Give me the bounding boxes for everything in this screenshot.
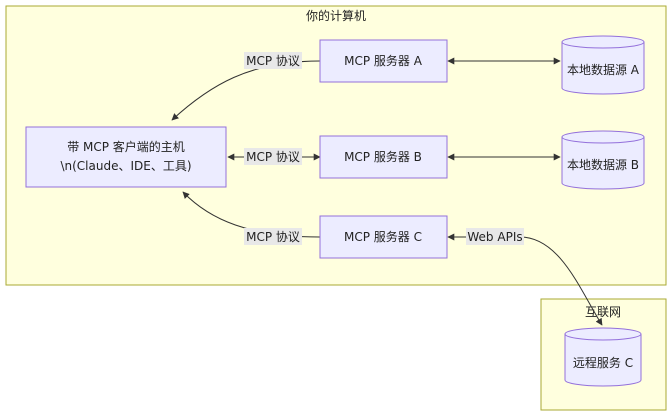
- svg-text:MCP 协议: MCP 协议: [246, 149, 300, 164]
- node-host[interactable]: 带 MCP 客户端的主机 \n(Claude、IDE、工具): [25, 126, 227, 188]
- svg-text:MCP 服务器 A: MCP 服务器 A: [344, 53, 423, 68]
- edge-label-protocol-c: MCP 协议: [244, 228, 302, 245]
- edge-server-c-remote-c: [447, 233, 603, 326]
- svg-text:MCP 服务器 B: MCP 服务器 B: [344, 149, 422, 164]
- cluster-internet-title: 互联网: [585, 305, 621, 319]
- node-host-label-line1: 带 MCP 客户端的主机: [67, 139, 185, 154]
- node-local-source-a[interactable]: 本地数据源 A: [561, 35, 645, 95]
- cluster-your-computer-title: 你的计算机: [306, 8, 366, 23]
- svg-text:MCP 服务器 C: MCP 服务器 C: [344, 229, 422, 244]
- svg-text:MCP 协议: MCP 协议: [246, 53, 300, 68]
- svg-text:MCP 协议: MCP 协议: [246, 229, 300, 244]
- node-server-b[interactable]: MCP 服务器 B: [319, 135, 448, 179]
- edge-label-protocol-b: MCP 协议: [244, 148, 302, 165]
- edge-label-web-apis: Web APIs: [466, 228, 524, 245]
- svg-text:远程服务 C: 远程服务 C: [573, 355, 633, 370]
- svg-text:Web APIs: Web APIs: [467, 230, 522, 244]
- edge-label-protocol-a: MCP 协议: [244, 52, 302, 69]
- node-remote-service-c[interactable]: 远程服务 C: [564, 327, 642, 387]
- svg-text:本地数据源 B: 本地数据源 B: [567, 157, 639, 172]
- node-host-label-line2: \n(Claude、IDE、工具): [60, 159, 191, 173]
- node-server-a[interactable]: MCP 服务器 A: [319, 39, 448, 83]
- svg-text:本地数据源 A: 本地数据源 A: [567, 62, 640, 77]
- node-server-c[interactable]: MCP 服务器 C: [319, 215, 448, 259]
- node-local-source-b[interactable]: 本地数据源 B: [561, 130, 645, 190]
